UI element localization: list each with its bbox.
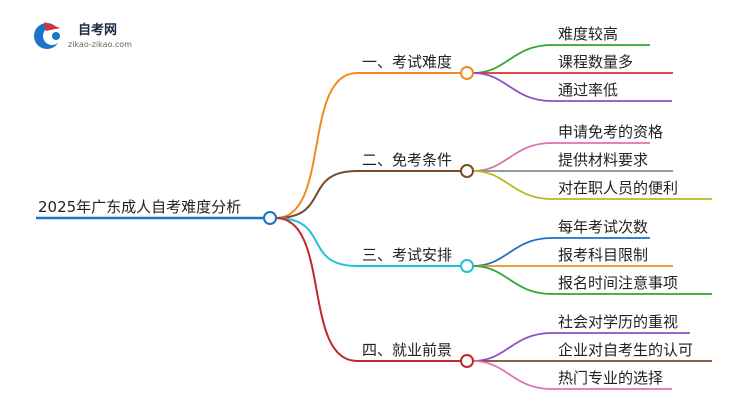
root-label: 2025年广东成人自考难度分析 (38, 198, 241, 216)
leaf-connector (472, 170, 553, 200)
branch-connector (275, 170, 358, 219)
leaf-label[interactable]: 课程数量多 (558, 53, 633, 71)
leaf-label[interactable]: 提供材料要求 (558, 151, 648, 169)
branch-node-circle[interactable] (460, 164, 474, 178)
leaf-connector (472, 360, 553, 390)
branch-label[interactable]: 三、考试安排 (362, 246, 452, 264)
branch-connector (275, 72, 358, 219)
root-node[interactable]: 2025年广东成人自考难度分析 (36, 198, 277, 225)
leaf-label[interactable]: 难度较高 (558, 25, 618, 43)
branch-label[interactable]: 四、就业前景 (362, 341, 452, 359)
branch-node-circle[interactable] (460, 354, 474, 368)
leaf-connector (472, 44, 553, 74)
leaf-connector (472, 332, 553, 362)
branch-connector (275, 217, 358, 362)
logo-domain: zikao-zikao.com (68, 40, 132, 49)
logo-name: 自考网 (78, 22, 117, 38)
leaf-connector (472, 265, 553, 295)
leaf-connector (472, 237, 553, 267)
branch-node-circle[interactable] (460, 259, 474, 273)
branch-connector (275, 217, 358, 267)
leaf-label[interactable]: 通过率低 (558, 81, 618, 99)
root-node-circle (263, 211, 277, 225)
logo: 自考网 zikao-zikao.com (34, 22, 132, 49)
leaf-label[interactable]: 每年考试次数 (558, 218, 648, 236)
logo-icon (34, 22, 61, 49)
branch-label[interactable]: 一、考试难度 (362, 53, 452, 71)
branch-label[interactable]: 二、免考条件 (362, 151, 452, 169)
leaf-connector (472, 72, 553, 102)
connector-lines (275, 44, 712, 390)
leaf-connector (472, 142, 553, 172)
leaf-label[interactable]: 申请免考的资格 (558, 123, 663, 141)
leaf-label[interactable]: 对在职人员的便利 (558, 179, 678, 197)
leaf-label[interactable]: 报名时间注意事项 (558, 274, 678, 292)
leaf-label[interactable]: 报考科目限制 (558, 246, 648, 264)
leaf-label[interactable]: 热门专业的选择 (558, 369, 663, 387)
leaf-label[interactable]: 企业对自考生的认可 (558, 341, 693, 359)
leaf-label[interactable]: 社会对学历的重视 (558, 313, 678, 331)
branch-node-circle[interactable] (460, 66, 474, 80)
